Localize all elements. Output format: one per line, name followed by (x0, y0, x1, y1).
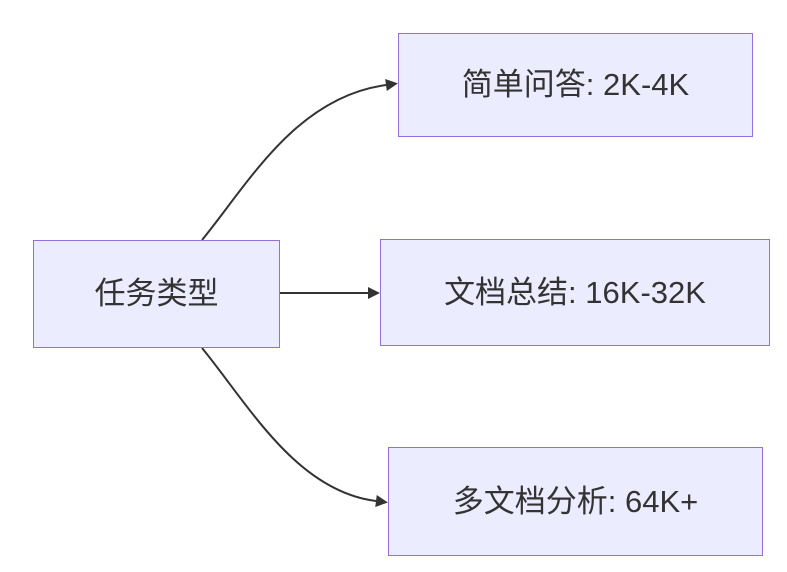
node-simple-qa-label: 简单问答: 2K-4K (461, 67, 690, 103)
node-multi-doc-analysis: 多文档分析: 64K+ (388, 447, 763, 556)
node-doc-summary-label: 文档总结: 16K-32K (444, 274, 706, 310)
node-multi-doc-analysis-label: 多文档分析: 64K+ (452, 483, 699, 519)
node-task-type: 任务类型 (33, 240, 280, 348)
node-task-type-label: 任务类型 (94, 276, 219, 312)
node-doc-summary: 文档总结: 16K-32K (380, 239, 770, 346)
edge-task-type-to-multi-doc-analysis (201, 347, 388, 507)
edge-task-type-to-simple-qa (201, 79, 398, 241)
node-simple-qa: 简单问答: 2K-4K (398, 33, 753, 137)
